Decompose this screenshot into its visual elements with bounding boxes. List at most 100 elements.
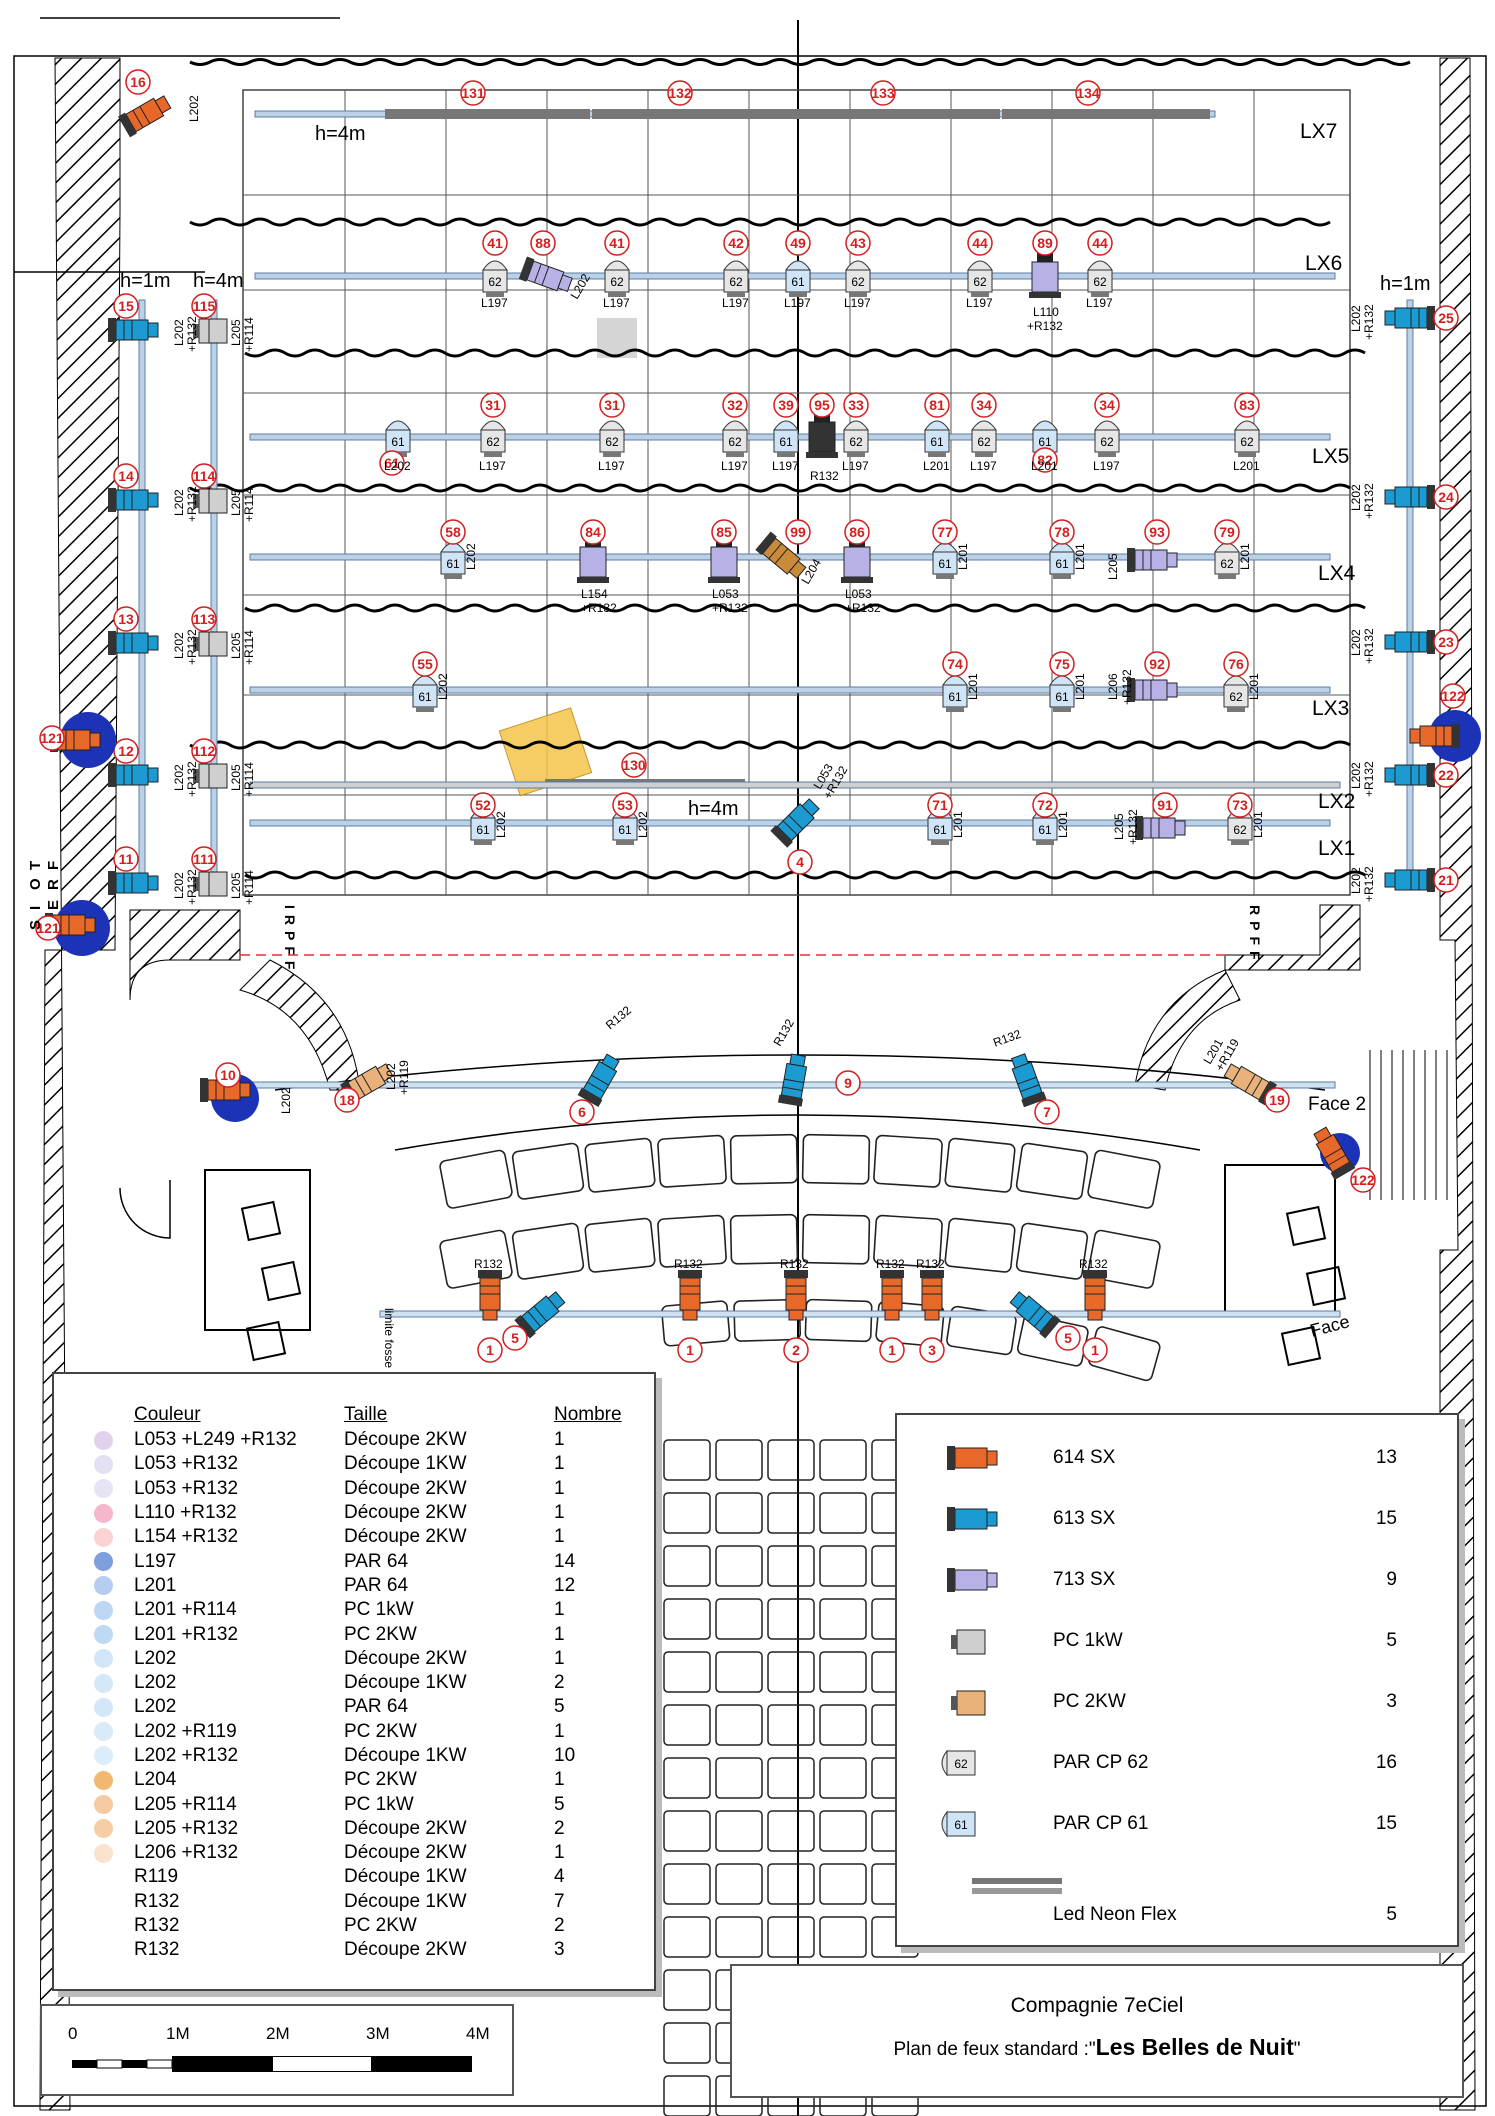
legend-icon-body <box>946 1750 976 1776</box>
color-swatch <box>94 1770 113 1790</box>
right-boom <box>1406 299 1414 891</box>
lx1-fixture-3-number: 71 <box>932 797 948 813</box>
balcony-fixture-1-fin <box>527 1311 542 1327</box>
left-boom-12-barrel <box>147 767 159 783</box>
right-boom-25-number: 25 <box>1438 310 1454 326</box>
lx4-par-8-tag: 62 <box>1220 557 1234 571</box>
lx3-fixture-0-number: 55 <box>417 656 433 672</box>
fixture-legend-name: PAR CP 62 <box>1053 1752 1149 1773</box>
lx1-fixture-6-number-ring <box>1227 792 1253 818</box>
seat-row-2 <box>1087 1229 1161 1289</box>
fixture-16-barrel <box>154 95 172 114</box>
seat <box>767 1704 815 1746</box>
lx4-fixture-1-number-ring <box>580 519 606 545</box>
lx6-fixture-7-number: 89 <box>1037 235 1053 251</box>
left-boom-11-gel-b: +R132 <box>185 869 199 905</box>
legend-icon-body <box>954 1569 988 1591</box>
company-name: Compagnie 7eCiel <box>1010 1994 1184 2017</box>
color-swatch <box>94 1625 113 1644</box>
lx5-par-8-yoke <box>975 452 993 457</box>
left-inner-112-number-ring <box>191 738 217 764</box>
left-boom-15-lamp <box>108 318 116 342</box>
bridge-6-gel: R132 <box>603 1003 634 1032</box>
box-seat <box>1280 1325 1322 1367</box>
lx7-led-1-number: 132 <box>668 85 692 101</box>
lx5-par-4-lens <box>773 420 799 431</box>
cell-color: L202 +R132 <box>134 1745 239 1766</box>
seat <box>663 1651 711 1693</box>
fixture-16-fin <box>132 110 144 128</box>
balcony-fixture-2-number: 1 <box>686 1342 694 1358</box>
lx4-fixture-5-number: 77 <box>937 524 953 540</box>
lx4-gel-85b: +R132 <box>712 601 748 615</box>
left-inner-112-lens <box>193 769 199 783</box>
lx5-par-1-lens <box>480 420 506 431</box>
lx7-led-0-number: 131 <box>461 85 485 101</box>
lx5-par-2-lens <box>599 420 625 431</box>
seat <box>819 1492 867 1534</box>
face2-fixture-fin <box>1324 1147 1342 1159</box>
lx4-par-6-tag: 61 <box>1055 557 1069 571</box>
left-boom-15-gel-a: L202 <box>172 319 186 346</box>
grid-border <box>242 89 1351 896</box>
bridge-fixture-10-number-ring <box>215 1062 241 1088</box>
lx6-gel-2: L197 <box>603 296 630 310</box>
seat-row-2 <box>729 1213 799 1265</box>
side-121-number: 121 <box>40 730 64 746</box>
cell-count: 1 <box>554 1623 565 1645</box>
lx5-fixture-10-number: 34 <box>1099 397 1115 413</box>
fixture-legend-name: PC 1kW <box>1053 1630 1123 1651</box>
side-121-barrel <box>89 732 101 748</box>
balcony-fixture-3 <box>784 1270 808 1321</box>
lx4-gel-84b: +R132 <box>581 601 617 615</box>
lx6-fixture-1-number-ring <box>530 230 556 256</box>
lx5-fixture-8-number-ring <box>971 392 997 418</box>
swatch-cell <box>94 1501 134 1525</box>
label-face2: Face 2 <box>1308 1094 1366 1115</box>
seat <box>663 1916 711 1958</box>
bridge-fixture-19-fin <box>1244 1074 1256 1092</box>
balcony-fixture-5-barrel <box>924 1309 940 1321</box>
left-boom-14-lamp <box>108 488 116 512</box>
lx6-fixture-3-number: 42 <box>728 235 744 251</box>
lx1-gel-0: L202 <box>494 811 508 838</box>
balcony-fixture-6-barrel <box>1009 1291 1028 1310</box>
balcony-fixture-2 <box>678 1270 702 1321</box>
right-boom-24-gel-b: +R132 <box>1362 483 1376 519</box>
lx4-fixture-6-number: 78 <box>1054 524 1070 540</box>
right-boom-21-number: 21 <box>1438 872 1454 888</box>
lx5-par-3-tag: 62 <box>728 435 742 449</box>
left-inner-113-number: 113 <box>193 611 216 627</box>
lx5-fixture-5-number: 95 <box>814 397 830 413</box>
wing-left-label: IRPFF <box>282 905 298 975</box>
wing-letter-2: O <box>27 878 44 890</box>
lx5-par-6-tag: 62 <box>849 435 863 449</box>
lx2-led-number-ring <box>621 752 647 778</box>
left-inner-111-gel-b: +R114 <box>242 870 256 905</box>
lx5-fixture-9-number: 82 <box>1037 452 1053 468</box>
lx1-fixture-6-number: 73 <box>1232 797 1248 813</box>
cell-size: Découpe 2KW <box>344 1526 467 1548</box>
label-h4-left: h=4m <box>193 270 244 292</box>
lx5-gel-6: L197 <box>842 459 869 473</box>
left-boom-12-gel-a: L202 <box>172 764 186 791</box>
seat <box>715 1757 763 1799</box>
seat <box>819 1863 867 1905</box>
lx1-profile-91-lamp <box>1135 816 1143 840</box>
drape-1 <box>244 348 1366 358</box>
lx3-profile-92-lamp <box>1127 678 1135 702</box>
balcony-fixture-0-number: 1 <box>486 1342 494 1358</box>
lx4-gel-84a: L154 <box>581 587 608 601</box>
lx6-par-8-yoke <box>1091 292 1109 297</box>
left-inner-114-gel-a: L205 <box>229 489 243 516</box>
seat <box>767 1863 815 1905</box>
swatch-cell <box>94 1768 134 1792</box>
seat <box>715 1810 763 1852</box>
